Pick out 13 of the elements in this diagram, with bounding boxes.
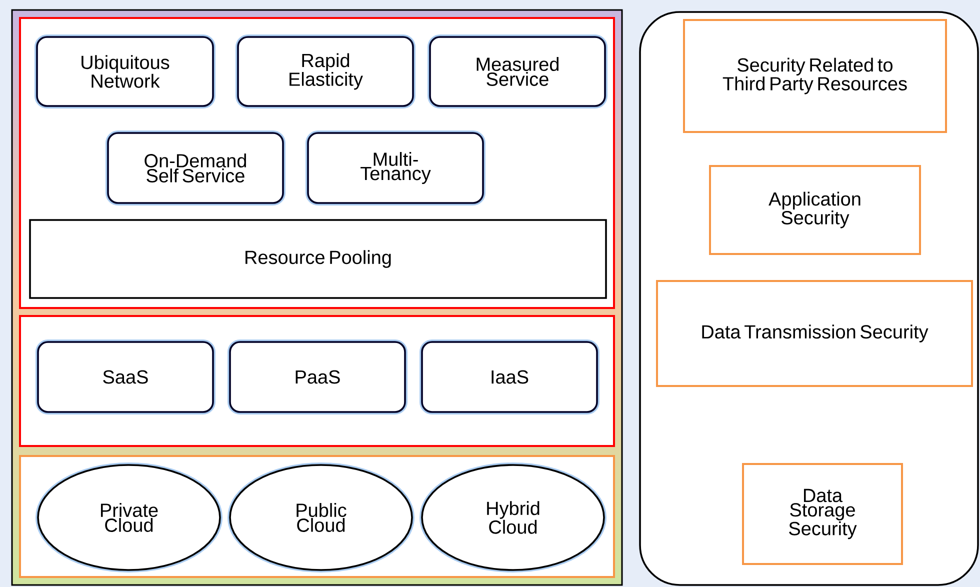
rounded-box: Rapid Elasticity — [236, 34, 416, 108]
wide-box: Resource Pooling — [29, 219, 607, 299]
rounded-box: Ubiquitous Network — [34, 34, 216, 108]
rounded-box: SaaS — [36, 340, 216, 414]
rounded-box: Measured Service — [428, 34, 608, 108]
security-box: Application Security — [709, 165, 921, 255]
rounded-box: PaaS — [228, 340, 408, 414]
rounded-box: On-Demand Self Service — [106, 130, 286, 206]
security-box: Security Related to Third Party Resources — [683, 19, 947, 133]
rounded-box: Multi-Tenancy — [306, 130, 486, 206]
security-box: Data Transmission Security — [656, 280, 973, 387]
rounded-box: IaaS — [420, 340, 600, 414]
security-box: Data Storage Security — [742, 463, 903, 565]
